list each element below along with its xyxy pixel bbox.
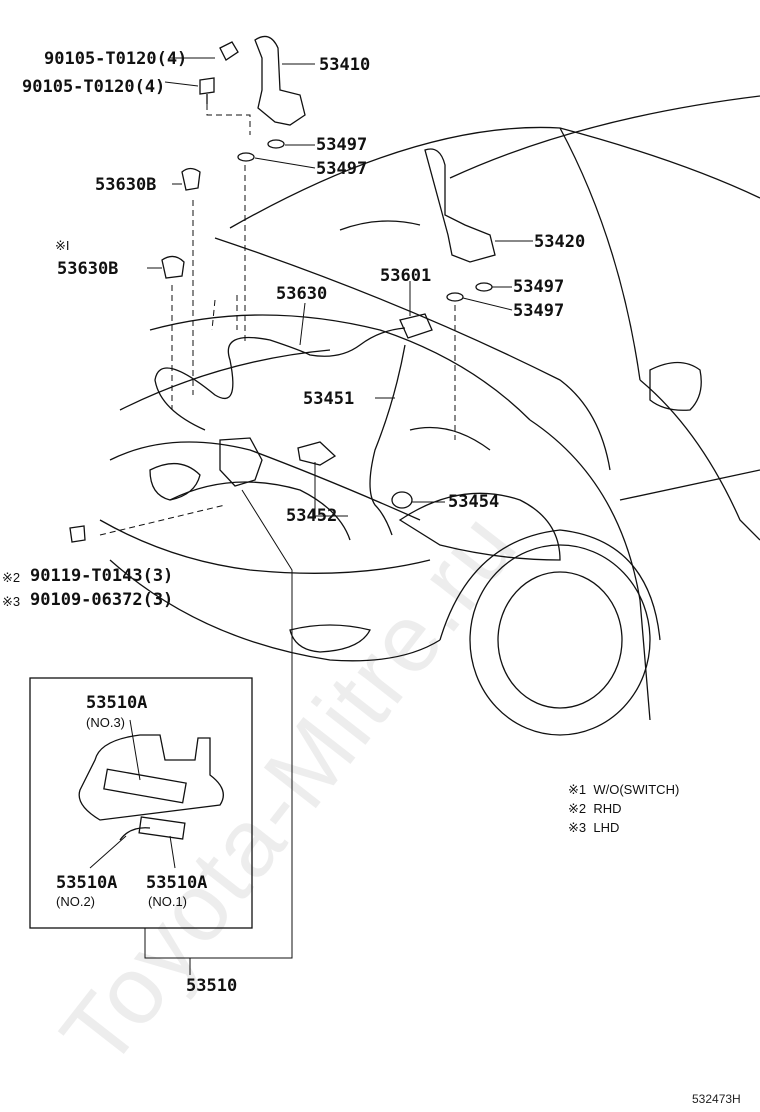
washer-53497-a — [267, 139, 285, 149]
door-line — [619, 469, 760, 501]
inset-latch-outline — [78, 734, 224, 821]
label-90105-a: 90105-T0120(4) — [44, 49, 188, 69]
label-53452: 53452 — [286, 506, 338, 526]
bolt-90105-b — [199, 77, 215, 104]
wheel-arch — [439, 529, 661, 641]
label-53497-a: 53497 — [316, 135, 368, 155]
legend-mark: ※3 — [568, 820, 587, 835]
inset-box — [29, 677, 253, 929]
legend-text: RHD — [593, 801, 622, 816]
cable-53451 — [369, 344, 406, 536]
a-pillar — [559, 127, 641, 381]
mark-2: ※2 — [2, 570, 21, 585]
label-90109: 90109-06372(3) — [30, 590, 174, 610]
spring-no1 — [138, 816, 186, 840]
label-53497-c: 53497 — [513, 277, 565, 297]
spring-no3 — [103, 768, 187, 804]
label-53510a-no3: 53510A — [86, 693, 148, 713]
body-side — [639, 379, 760, 541]
mark-1: ※I — [55, 238, 70, 253]
label-53510: 53510 — [186, 976, 238, 996]
roof-line — [449, 95, 760, 179]
hinge-53420 — [424, 148, 496, 263]
engine-ridge — [409, 426, 491, 451]
label-53410: 53410 — [319, 55, 371, 75]
washer-53497-b — [237, 152, 255, 162]
label-53497-b: 53497 — [316, 159, 368, 179]
fender-top — [529, 419, 651, 721]
headlamp — [398, 492, 561, 561]
windshield-edge — [229, 126, 760, 229]
label-53630: 53630 — [276, 284, 328, 304]
label-53510a-no1: 53510A — [146, 873, 208, 893]
mark-3: ※3 — [2, 594, 21, 609]
label-53630b-a: 53630B — [95, 175, 157, 195]
label-53420: 53420 — [534, 232, 586, 252]
bolt-90119 — [69, 525, 86, 543]
legend-mark: ※2 — [568, 801, 587, 816]
label-53510a-no2: 53510A — [56, 873, 118, 893]
wheel-rim — [497, 571, 623, 709]
label-90119: 90119-T0143(3) — [30, 566, 174, 586]
switch-53601 — [399, 313, 433, 339]
label-53454: 53454 — [448, 492, 500, 512]
legend-text: W/O(SWITCH) — [593, 782, 680, 797]
label-no2: (NO.2) — [56, 894, 95, 909]
label-53451: 53451 — [303, 389, 355, 409]
label-no3: (NO.3) — [86, 715, 125, 730]
legend-item-1: ※1 W/O(SWITCH) — [568, 782, 679, 798]
clip-53630b-b — [161, 255, 185, 279]
catalog-code: 532473H — [692, 1092, 741, 1106]
grommet-53454 — [391, 491, 413, 509]
clip-53630b-a — [181, 167, 201, 191]
grille — [169, 481, 351, 541]
bumper-top — [109, 441, 421, 521]
label-53601: 53601 — [380, 266, 432, 286]
legend-mark: ※1 — [568, 782, 587, 797]
hood-lock-53510 — [219, 437, 263, 487]
mirror — [649, 361, 702, 411]
left-headlamp — [149, 463, 201, 501]
label-90105-b: 90105-T0120(4) — [22, 77, 166, 97]
legend-text: LHD — [593, 820, 620, 835]
hood-rear-edge — [214, 237, 611, 471]
hinge-53410 — [254, 35, 306, 126]
label-53630b-b: 53630B — [57, 259, 119, 279]
cable-53630 — [154, 327, 406, 431]
tire — [469, 544, 651, 736]
fog-lamp — [289, 624, 371, 653]
wiper-cowl — [339, 220, 421, 231]
spring-no2 — [119, 827, 151, 841]
hood-side — [119, 349, 331, 411]
bolt-90105-a — [219, 41, 239, 61]
hood-front-edge — [149, 314, 531, 421]
legend-item-2: ※2 RHD — [568, 801, 622, 817]
bumper-bottom — [109, 559, 441, 662]
bracket-53452 — [297, 441, 337, 466]
bumper-lower — [99, 519, 431, 574]
label-no1: (NO.1) — [148, 894, 187, 909]
washer-53497-d — [446, 292, 464, 302]
washer-53497-c — [475, 282, 493, 292]
label-53497-d: 53497 — [513, 301, 565, 321]
legend-item-3: ※3 LHD — [568, 820, 619, 836]
